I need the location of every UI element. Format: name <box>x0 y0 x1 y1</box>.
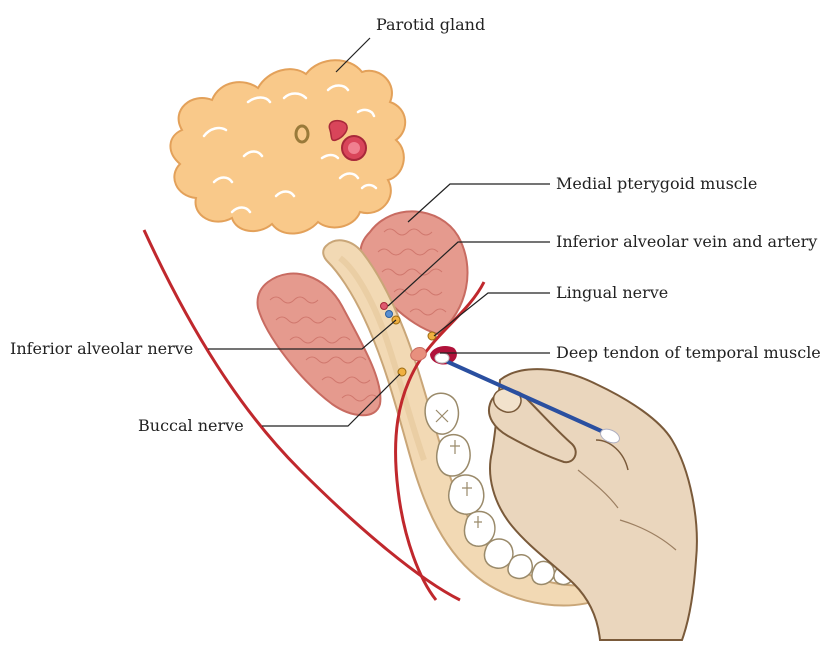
inferior-alveolar-vein-icon <box>386 311 393 318</box>
tooth-icon <box>508 555 532 579</box>
tooth-icon <box>425 393 458 434</box>
label-inferior-alveolar-nerve: Inferior alveolar nerve <box>10 339 193 358</box>
tooth-icon <box>437 435 470 476</box>
inferior-alveolar-artery-icon <box>381 303 388 310</box>
label-medial-pterygoid: Medial pterygoid muscle <box>556 174 757 193</box>
label-buccal-nerve: Buccal nerve <box>138 416 244 435</box>
label-inferior-alveolar-vessels: Inferior alveolar vein and artery <box>556 232 817 251</box>
tooth-icon <box>449 475 484 514</box>
label-lingual-nerve: Lingual nerve <box>556 283 668 302</box>
tooth-icon <box>532 561 554 584</box>
label-deep-tendon: Deep tendon of temporal muscle <box>556 343 821 362</box>
parotid-gland <box>170 60 405 233</box>
label-parotid-gland: Parotid gland <box>376 15 485 34</box>
